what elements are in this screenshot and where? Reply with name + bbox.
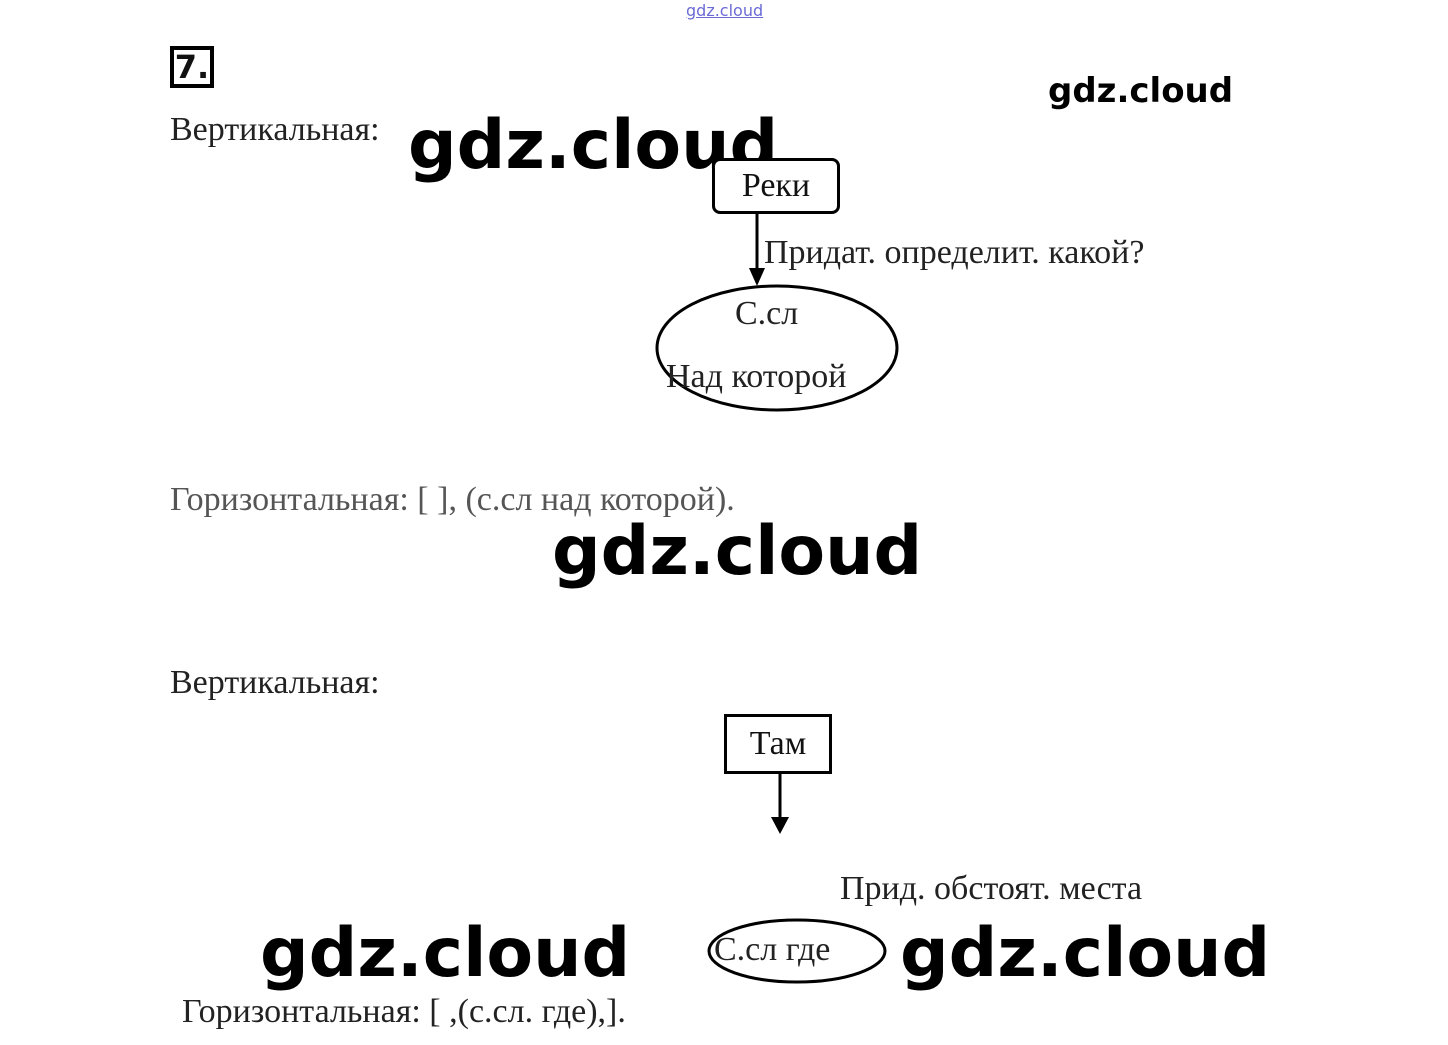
arrow-head-1 <box>749 268 765 286</box>
main-clause-text-1: Реки <box>741 167 811 204</box>
main-clause-text-2: Там <box>749 725 807 762</box>
vertical-label-1: Вертикальная: <box>170 111 380 148</box>
oval-text-2: С.сл где <box>714 931 831 968</box>
oval-text-line2: Над которой <box>666 358 847 395</box>
watermark-2: gdz.cloud <box>552 512 923 591</box>
oval-text-line1: С.сл <box>735 295 799 332</box>
main-clause-box-2: Там <box>724 714 832 774</box>
horizontal-scheme-2: Горизонтальная: [ ,(с.сл. где),]. <box>182 993 626 1030</box>
arrow-head-2 <box>771 817 789 834</box>
watermark-top-right: gdz.cloud <box>1048 71 1234 111</box>
vertical-label-2: Вертикальная: <box>170 664 380 701</box>
watermark-3: gdz.cloud <box>260 914 631 993</box>
subordinate-oval-1 <box>655 284 899 412</box>
watermark-4: gdz.cloud <box>900 914 1271 993</box>
subordinate-oval-2 <box>707 918 887 984</box>
clause-type-question-1: Придат. определит. какой? <box>764 234 1145 271</box>
watermark-top: gdz.cloud <box>686 1 764 20</box>
clause-type-question-2: Прид. обстоят. места <box>840 870 1143 907</box>
horizontal-scheme-1: Горизонтальная: [ ], (с.сл над которой). <box>170 481 735 518</box>
task-number: 7. <box>170 46 214 88</box>
main-clause-box-1: Реки <box>712 158 840 214</box>
